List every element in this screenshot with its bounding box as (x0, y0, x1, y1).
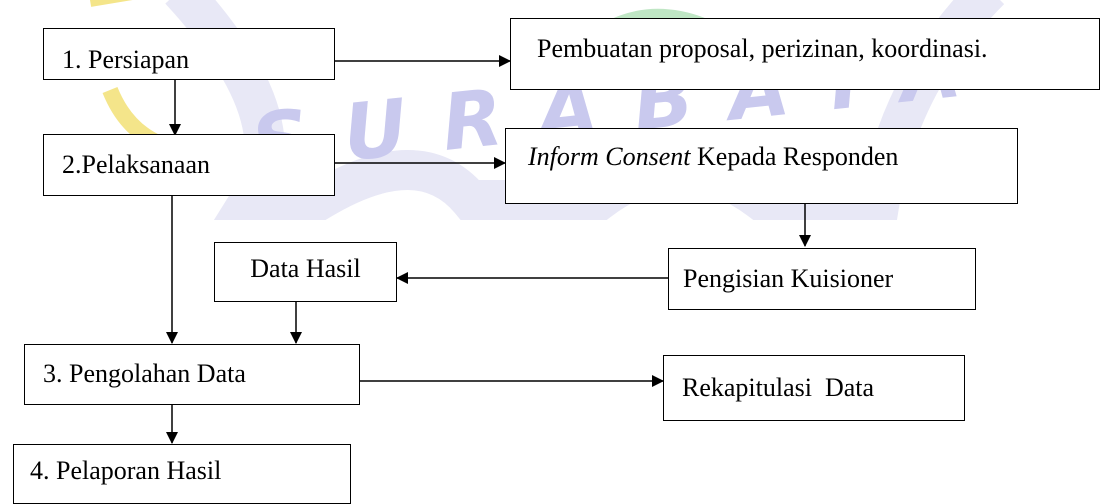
output-datahasil-box: Data Hasil (214, 242, 397, 302)
step-pelaksanaan-box: 2.Pelaksanaan (43, 134, 335, 196)
output-kuisioner-label: Pengisian Kuisioner (683, 263, 894, 293)
output-datahasil-label: Data Hasil (250, 254, 361, 283)
step-persiapan-label: 1. Persiapan (62, 44, 190, 74)
inform-consent-italic: Inform Consent (528, 142, 691, 171)
step-pengolahan-box: 3. Pengolahan Data (24, 344, 360, 405)
output-rekap-box: Rekapitulasi Data (663, 355, 965, 421)
output-inform-box: Inform Consent Kepada Responden (505, 128, 1018, 204)
step-persiapan-box: 1. Persiapan (43, 28, 335, 80)
output-rekap-label: Rekapitulasi Data (682, 372, 875, 402)
output-proposal-box: Pembuatan proposal, perizinan, koordinas… (510, 18, 1100, 90)
output-proposal-label: Pembuatan proposal, perizinan, koordinas… (537, 34, 988, 63)
step-pelaporan-box: 4. Pelaporan Hasil (13, 444, 351, 504)
output-kuisioner-box: Pengisian Kuisioner (668, 248, 976, 310)
inform-consent-rest: Kepada Responden (690, 142, 899, 171)
step-pengolahan-label: 3. Pengolahan Data (43, 359, 246, 389)
step-pelaporan-label: 4. Pelaporan Hasil (30, 456, 222, 485)
output-inform-label: Inform Consent Kepada Responden (528, 142, 899, 172)
step-pelaksanaan-label: 2.Pelaksanaan (62, 149, 211, 179)
